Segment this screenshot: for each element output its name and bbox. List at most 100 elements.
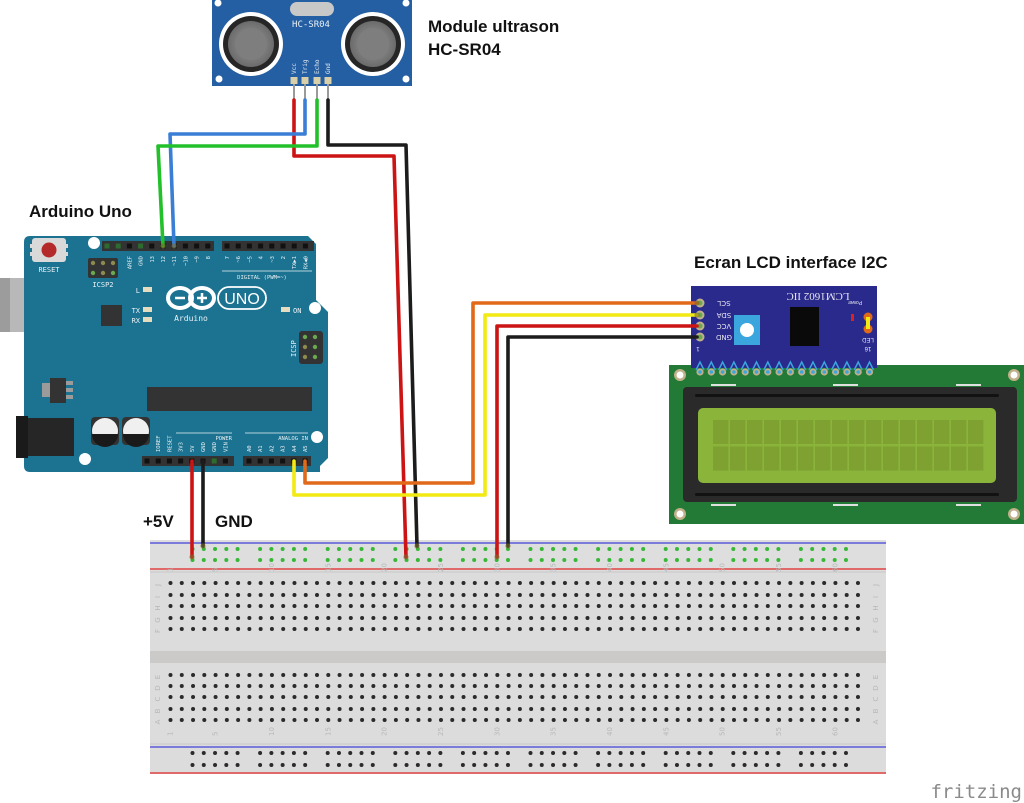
bottom-rail-hole[interactable] [618,751,623,755]
sensor-trig-wire[interactable] [168,98,307,248]
breadboard-hole[interactable] [754,673,759,677]
breadboard-hole[interactable] [540,718,545,722]
breadboard-hole[interactable] [179,627,184,631]
breadboard-hole[interactable] [337,593,342,597]
top-rail-hole[interactable] [674,547,679,551]
bottom-rail-hole[interactable] [505,751,510,755]
breadboard-hole[interactable] [495,718,500,722]
breadboard-hole[interactable] [416,695,421,699]
bottom-rail-hole[interactable] [607,751,612,755]
breadboard-hole[interactable] [574,718,579,722]
breadboard-hole[interactable] [810,604,815,608]
breadboard-hole[interactable] [405,673,410,677]
digital-header-pin[interactable] [104,243,110,249]
breadboard-hole[interactable] [754,695,759,699]
bottom-rail-hole[interactable] [821,763,826,767]
breadboard-hole[interactable] [777,707,782,711]
bottom-rail-hole[interactable] [843,751,848,755]
breadboard-hole[interactable] [315,604,320,608]
breadboard-hole[interactable] [551,695,556,699]
breadboard-hole[interactable] [788,684,793,688]
breadboard-hole[interactable] [472,707,477,711]
bottom-rail-hole[interactable] [765,763,770,767]
breadboard-hole[interactable] [416,707,421,711]
breadboard-hole[interactable] [540,616,545,620]
breadboard-hole[interactable] [348,616,353,620]
breadboard-hole[interactable] [202,695,207,699]
breadboard-hole[interactable] [269,593,274,597]
breadboard-hole[interactable] [732,616,736,620]
breadboard-hole[interactable] [258,604,263,608]
breadboard-hole[interactable] [484,673,489,677]
bottom-rail-hole[interactable] [607,763,612,767]
breadboard-hole[interactable] [732,673,736,677]
bottom-rail-hole[interactable] [742,751,747,755]
breadboard-hole[interactable] [641,684,646,688]
breadboard-hole[interactable] [292,593,297,597]
breadboard-hole[interactable] [675,695,680,699]
breadboard-hole[interactable] [799,673,804,677]
breadboard-hole[interactable] [653,616,658,620]
digital-header-pin[interactable] [269,243,275,249]
breadboard-hole[interactable] [191,695,196,699]
breadboard-hole[interactable] [822,707,827,711]
bottom-rail-hole[interactable] [269,763,274,767]
breadboard-hole[interactable] [777,593,782,597]
sda-wire[interactable] [292,313,699,497]
breadboard-hole[interactable] [247,616,252,620]
breadboard-hole[interactable] [326,684,331,688]
breadboard-hole[interactable] [596,616,601,620]
breadboard-hole[interactable] [641,593,646,597]
breadboard-hole[interactable] [833,695,838,699]
top-rail-hole[interactable] [528,547,533,551]
breadboard-hole[interactable] [191,684,196,688]
top-rail-hole[interactable] [798,547,803,551]
breadboard-hole[interactable] [743,707,748,711]
breadboard-hole[interactable] [855,604,860,608]
breadboard-hole[interactable] [236,673,241,677]
breadboard-hole[interactable] [326,604,331,608]
digital-header-pin[interactable] [149,243,155,249]
breadboard-hole[interactable] [574,707,579,711]
top-rail-hole[interactable] [359,558,364,562]
breadboard-hole[interactable] [562,581,567,585]
breadboard-hole[interactable] [822,593,827,597]
breadboard-hole[interactable] [416,616,421,620]
breadboard-hole[interactable] [405,627,410,631]
breadboard-hole[interactable] [495,593,500,597]
breadboard-hole[interactable] [224,581,229,585]
bottom-rail-hole[interactable] [753,763,758,767]
breadboard-hole[interactable] [179,718,184,722]
breadboard-hole[interactable] [315,695,320,699]
breadboard-hole[interactable] [540,604,545,608]
breadboard-hole[interactable] [461,627,466,631]
breadboard-hole[interactable] [168,707,173,711]
breadboard-hole[interactable] [393,673,398,677]
bottom-rail-hole[interactable] [269,751,274,755]
breadboard-hole[interactable] [777,581,782,585]
breadboard-hole[interactable] [698,616,703,620]
breadboard-hole[interactable] [236,616,241,620]
breadboard-hole[interactable] [281,627,286,631]
breadboard-hole[interactable] [348,581,353,585]
top-rail-hole[interactable] [663,558,668,562]
breadboard-hole[interactable] [743,604,748,608]
breadboard-hole[interactable] [315,707,320,711]
breadboard-hole[interactable] [788,695,793,699]
top-rail-hole[interactable] [551,547,556,551]
breadboard-hole[interactable] [641,627,646,631]
breadboard-hole[interactable] [585,593,590,597]
breadboard-hole[interactable] [630,581,635,585]
breadboard-hole[interactable] [720,673,725,677]
breadboard-hole[interactable] [686,593,691,597]
breadboard-hole[interactable] [461,707,466,711]
breadboard-hole[interactable] [168,627,173,631]
breadboard-hole[interactable] [844,718,849,722]
breadboard-hole[interactable] [529,718,534,722]
breadboard-hole[interactable] [438,604,443,608]
top-rail-hole[interactable] [810,558,815,562]
top-rail-hole[interactable] [438,547,443,551]
breadboard-hole[interactable] [393,707,398,711]
breadboard-hole[interactable] [517,604,522,608]
breadboard-hole[interactable] [303,695,308,699]
